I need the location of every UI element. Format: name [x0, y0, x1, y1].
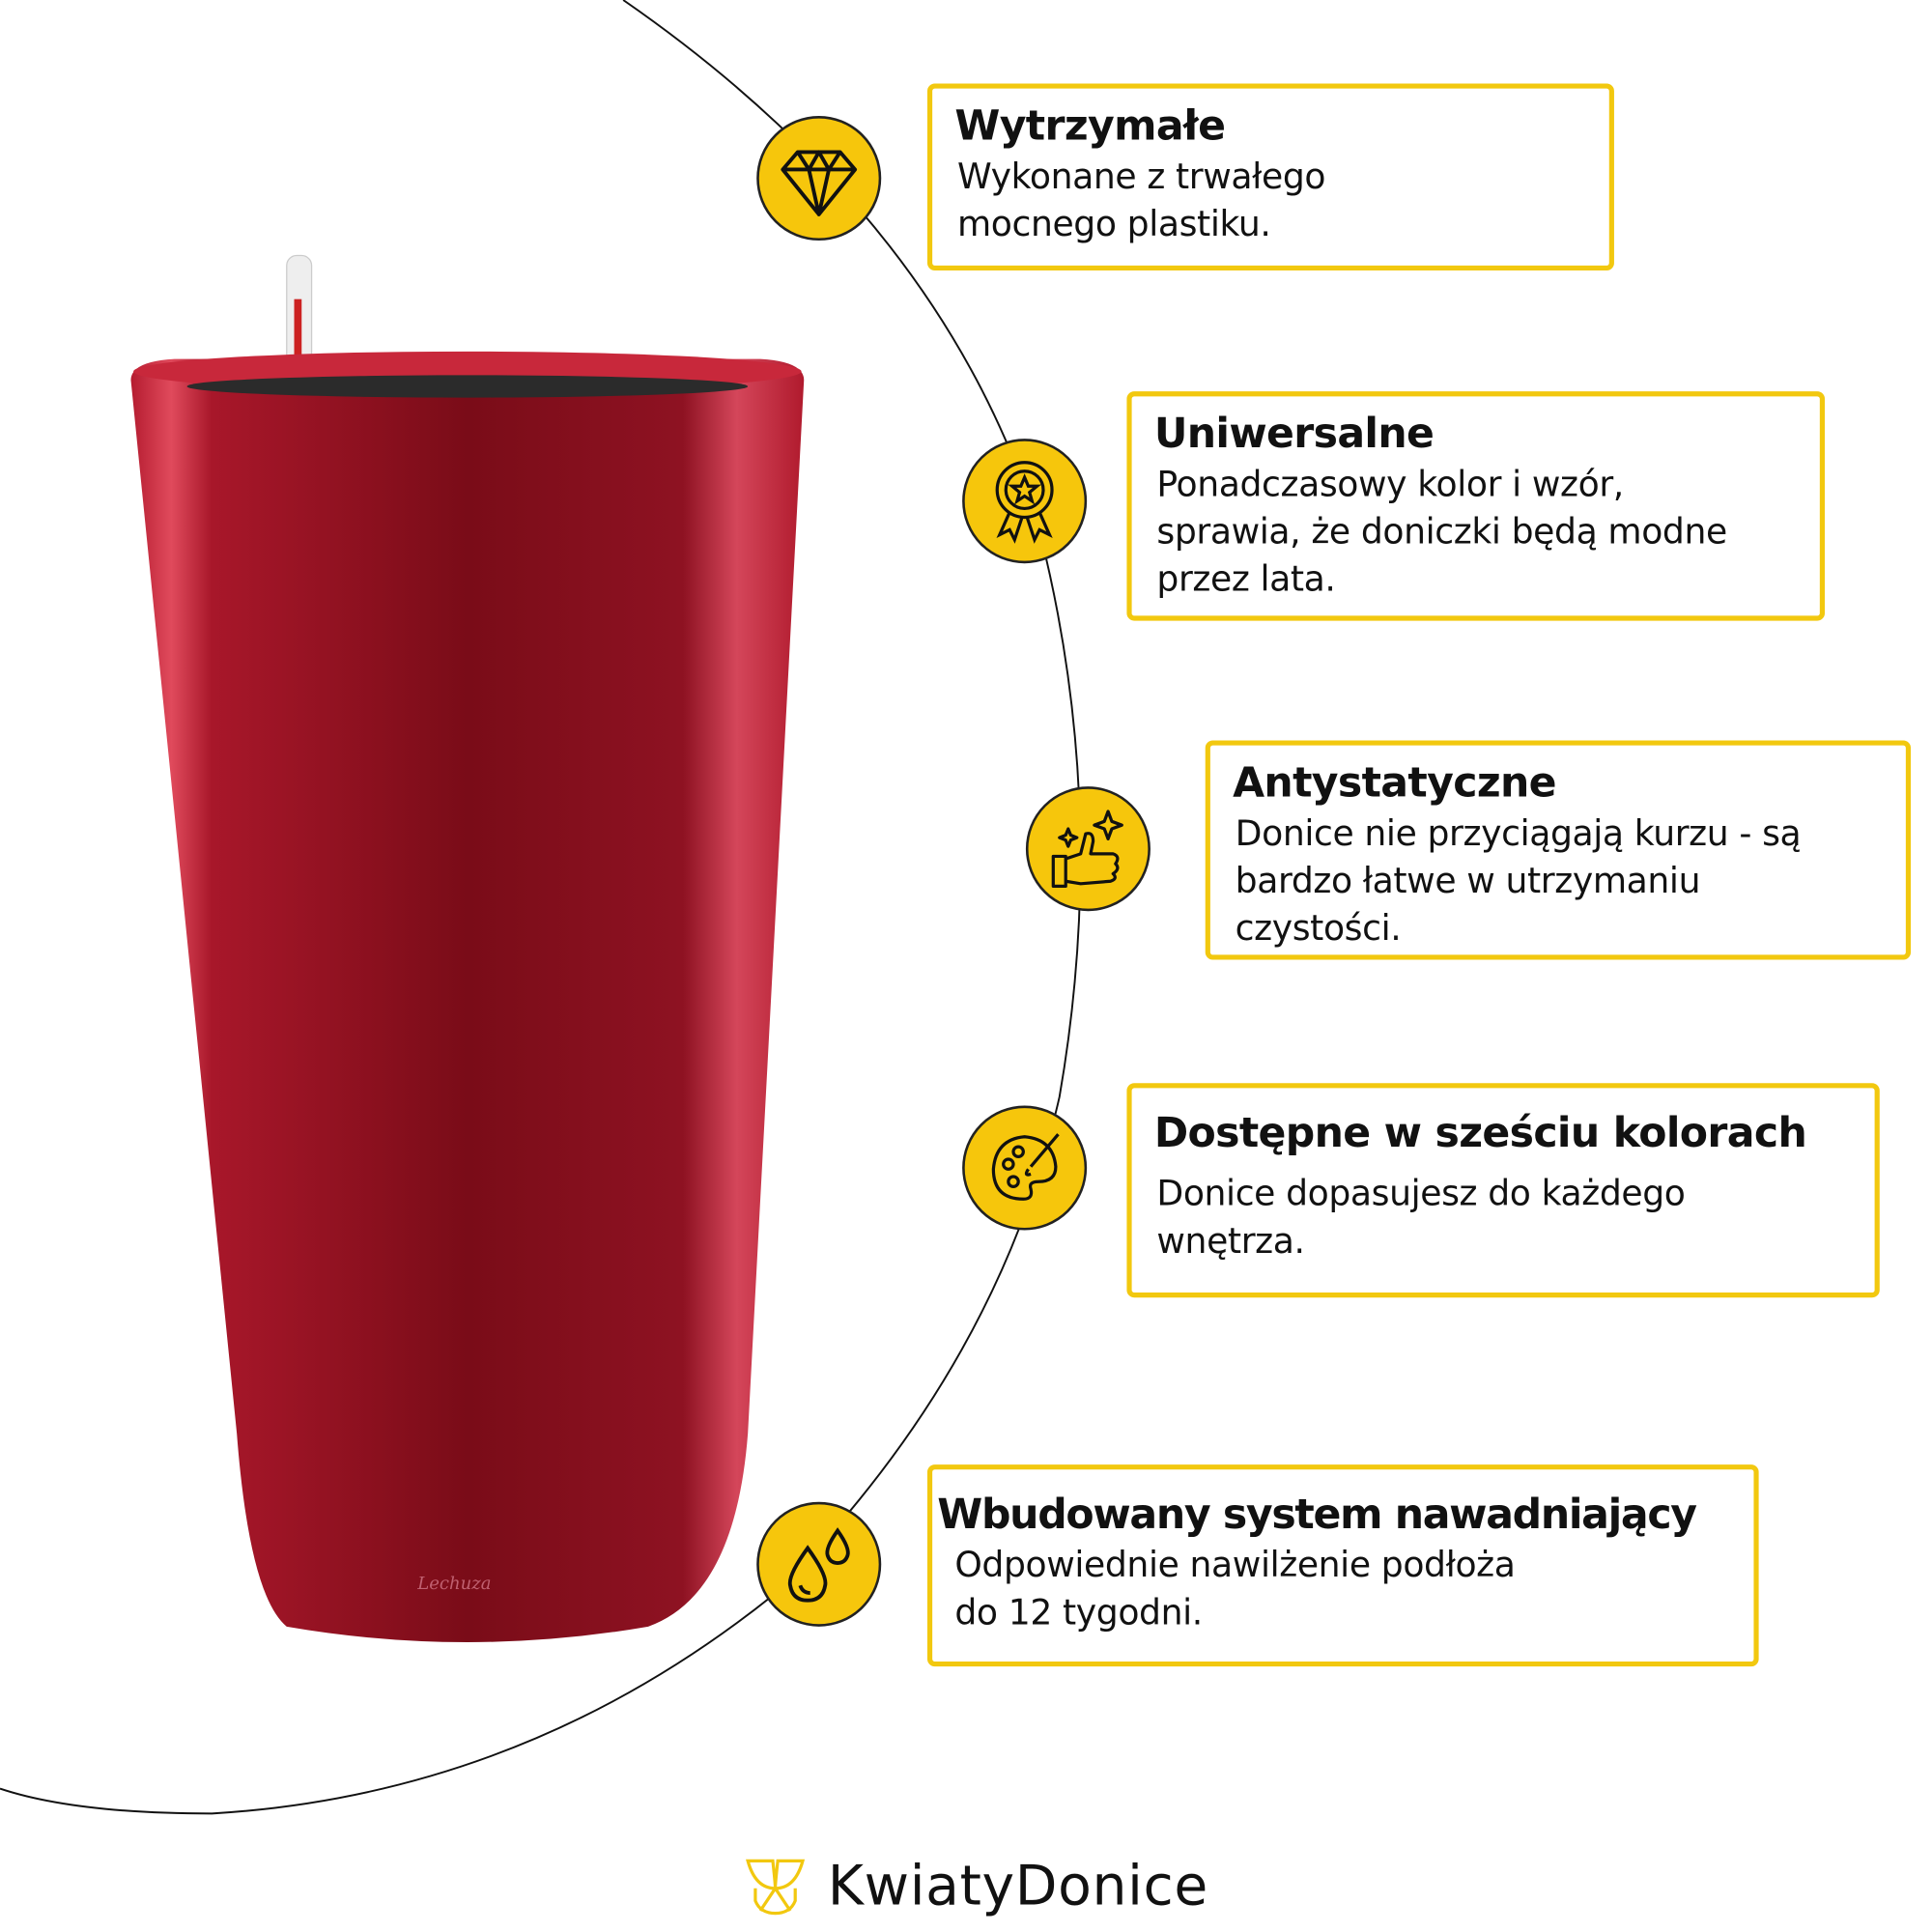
red-planter-image: Lechuza [130, 254, 805, 1642]
feature-card-antistatic: Antystatyczne Donice nie przyciągają kur… [1205, 740, 1912, 960]
feature-title: Antystatyczne [1233, 757, 1556, 807]
brand-name: KwiatyDonice [827, 1854, 1208, 1918]
feature-text: Donice nie przyciągają kurzu - są [1235, 812, 1802, 854]
pot-brand-mark: Lechuza [416, 1574, 491, 1594]
feature-text: Wykonane z trwałego [956, 156, 1326, 197]
feature-title: Wytrzymałe [954, 100, 1226, 150]
feature-text: Odpowiednie nawilżenie podłoża [954, 1544, 1516, 1586]
feature-text: Ponadczasowy kolor i wzór, [1156, 463, 1624, 505]
feature-text: bardzo łatwe w utrzymaniu [1235, 860, 1701, 901]
feature-text: wnętrza. [1156, 1220, 1305, 1262]
feature-title: Dostępne w sześciu kolorach [1153, 1108, 1807, 1157]
feature-text: mocnego plastiku. [956, 203, 1271, 244]
feature-card-durable: Wytrzymałe Wykonane z trwałego mocnego pl… [926, 83, 1614, 270]
feature-text: do 12 tygodni. [954, 1591, 1203, 1634]
feature-card-colors: Dostępne w sześciu kolorach Donice dopas… [1126, 1083, 1880, 1298]
feature-title: Wbudowany system nawadniający [937, 1489, 1697, 1539]
palette-icon [962, 1105, 1088, 1231]
award-medal-icon [962, 439, 1088, 564]
brand-logo: KwiatyDonice [746, 1855, 1208, 1918]
water-drops-icon [756, 1501, 882, 1627]
butterfly-logo-icon [746, 1859, 806, 1915]
feature-text: Donice dopasujesz do każdego [1156, 1173, 1686, 1214]
feature-text: sprawia, że doniczki będą modne [1156, 511, 1727, 553]
feature-text: czystości. [1235, 907, 1402, 949]
feature-card-irrigation: Wbudowany system nawadniający Odpowiedni… [926, 1464, 1759, 1667]
feature-card-universal: Uniwersalne Ponadczasowy kolor i wzór, sp… [1126, 391, 1825, 621]
diamond-icon [756, 115, 882, 242]
feature-title: Uniwersalne [1153, 409, 1435, 458]
decorative-arc [0, 0, 1082, 1815]
thumbs-up-sparkle-icon [1025, 786, 1151, 912]
feature-text: przez lata. [1156, 558, 1336, 600]
